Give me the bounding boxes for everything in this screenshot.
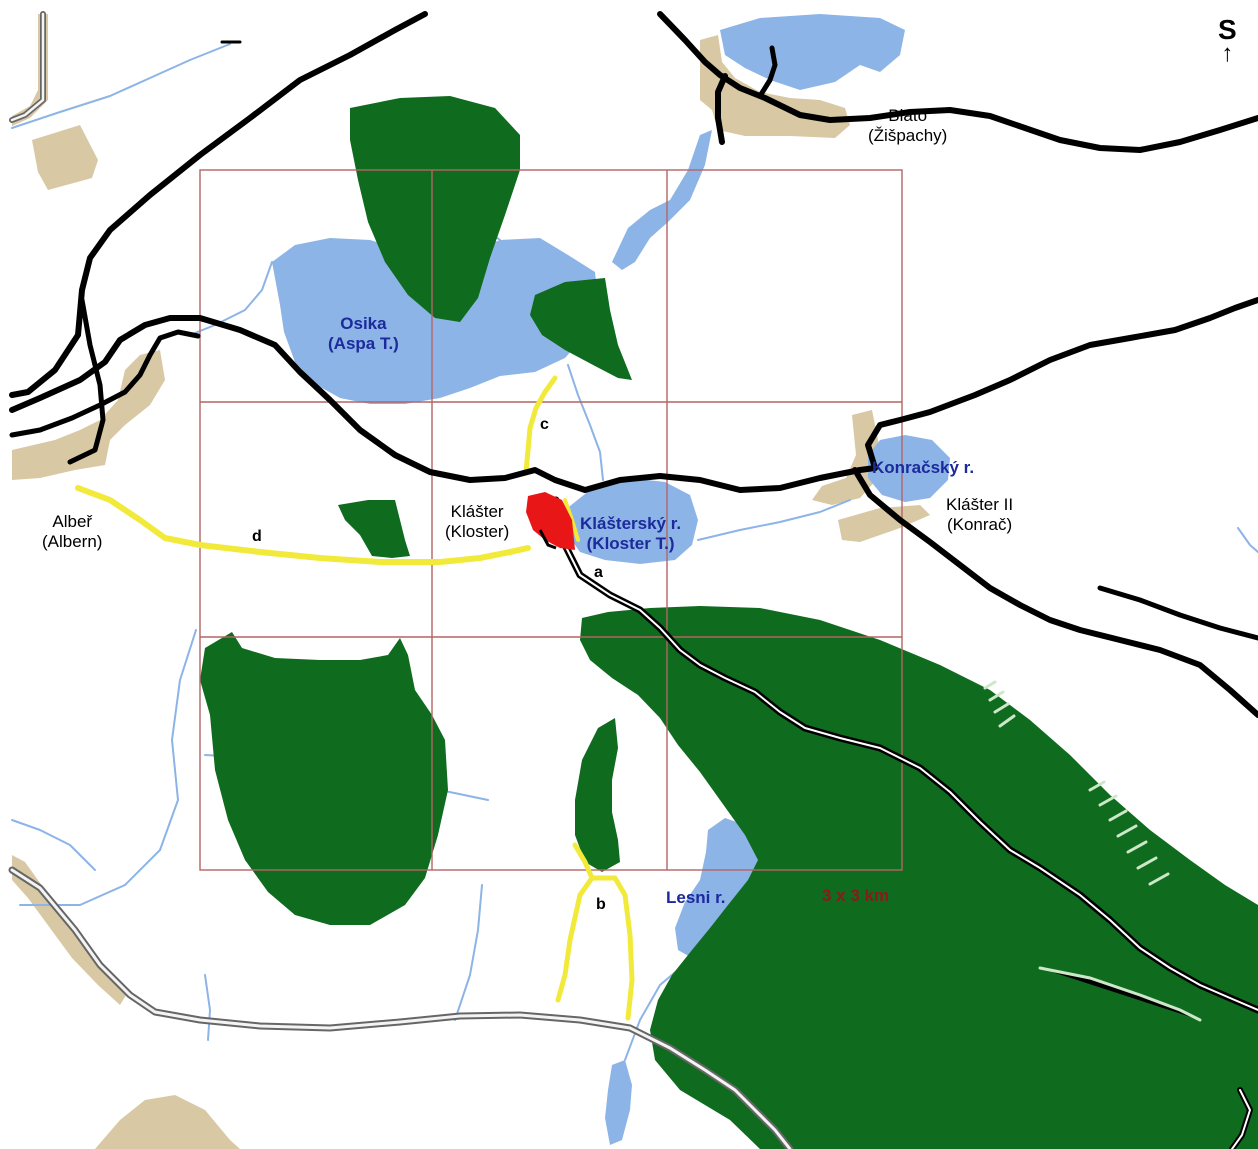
railway-southeast [552, 496, 1258, 1149]
forest-south-finger [575, 718, 620, 872]
stream-south-left [204, 974, 211, 1041]
hatch-2 [988, 690, 1005, 702]
hatch-7 [1108, 809, 1128, 822]
label-klastersky[interactable]: Klášterský r. (Kloster T.) [580, 514, 681, 553]
path-b-east[interactable] [589, 875, 635, 1021]
secondary-roads [8, 11, 794, 1149]
hatch-5 [1088, 780, 1106, 792]
road-main-east-west [9, 315, 878, 493]
label-route-a: a [594, 564, 603, 581]
label-lesni[interactable]: Lesni r. [666, 888, 726, 907]
stream-osika-to-klaster [567, 364, 604, 481]
monastery-road-link [538, 529, 557, 550]
stream-south-center [454, 884, 483, 1021]
lake-north-top [720, 14, 905, 90]
forest-osika-east [530, 278, 632, 380]
hatch-1 [983, 680, 997, 690]
label-klaster-ii-german: (Konrač) [946, 514, 1013, 534]
road-north-blato [657, 11, 1258, 153]
lake-osika [272, 238, 598, 404]
paths [75, 375, 635, 1021]
railway-center [555, 499, 1258, 1011]
pond-south [605, 1060, 632, 1145]
path-c[interactable] [523, 375, 558, 475]
grid-3x3 [199, 169, 903, 871]
label-alber-german: (Albern) [42, 531, 103, 551]
settlement-konrac-south [838, 505, 930, 542]
road-topleft-fill [10, 12, 45, 122]
label-route-d: d [252, 528, 262, 545]
hatch-4 [998, 714, 1016, 728]
north-letter: S [1218, 14, 1237, 45]
label-konracsky[interactable]: Konračský r. [872, 458, 975, 477]
label-klaster-ii-name: Klášter II [946, 495, 1014, 514]
label-blato-name: Blato [888, 106, 928, 125]
forest-north [350, 96, 520, 322]
hatch-3 [993, 702, 1010, 714]
hatch-12 [1038, 966, 1202, 1022]
stream-west-left [11, 819, 96, 871]
label-alber-name: Albeř [52, 512, 93, 531]
lake-lesni [675, 818, 760, 958]
label-scale: 3 x 3 km [822, 886, 890, 905]
forest-hatching [983, 680, 1202, 1022]
forest-southwest [200, 632, 448, 925]
stream-osika-west [189, 261, 273, 336]
label-klaster[interactable]: Klášter (Kloster) [445, 502, 509, 541]
forests [200, 96, 1258, 1149]
path-b-west[interactable] [555, 842, 595, 1003]
stream-top-left [11, 43, 231, 129]
label-klastersky-name: Klášterský r. [580, 514, 682, 533]
lake-konracsky [868, 435, 950, 502]
hatch-9 [1126, 840, 1148, 854]
forest-southeast-large [580, 606, 1258, 1149]
settlement-alber [12, 350, 165, 480]
hatch-11 [1148, 872, 1170, 886]
label-route-c: c [540, 416, 549, 433]
stream-east-edge [1237, 527, 1258, 553]
label-alber[interactable]: Albeř (Albern) [42, 512, 102, 551]
label-klaster-name: Klášter [450, 502, 504, 521]
settlement-blato [700, 35, 850, 138]
road-blato-top [757, 45, 778, 99]
railway-edge-center [1231, 1089, 1251, 1149]
settlement-topleft-strip [12, 14, 48, 126]
north-arrow-icon: ↑ [1221, 40, 1234, 68]
label-klastersky-german: (Kloster T.) [586, 533, 675, 553]
label-route-b: b [596, 896, 606, 913]
stream-pool-north [612, 130, 712, 270]
label-blato-german: (Žišpachy) [868, 125, 948, 145]
label-osika-name: Osika [340, 314, 387, 333]
north-indicator: S ↑ [1218, 14, 1237, 68]
monastery-klaster[interactable] [526, 492, 575, 550]
settlement-nw [32, 125, 98, 190]
road-east-mid [1097, 585, 1258, 641]
stream-west-meander [19, 629, 197, 906]
label-klaster-ii[interactable]: Klášter II (Konrač) [946, 495, 1013, 534]
forest-small-west [338, 500, 410, 558]
settlement-bottom-left [95, 1095, 240, 1149]
water [272, 14, 950, 1145]
road-northwest [9, 11, 428, 398]
stream-klaster-to-konrac [697, 499, 851, 541]
hatch-6 [1098, 794, 1118, 807]
hatch-10 [1136, 856, 1158, 870]
road-south-fill [10, 868, 792, 1149]
road-east-upper [865, 297, 1258, 471]
label-klaster-german: (Kloster) [445, 521, 510, 541]
road-east-lower [852, 467, 1258, 718]
label-osika[interactable]: Osika (Aspa T.) [328, 314, 399, 353]
path-d[interactable] [75, 485, 531, 565]
main-roads [9, 11, 1258, 718]
label-blato[interactable]: Blato (Žišpachy) [868, 106, 947, 145]
label-osika-german: (Aspa T.) [328, 333, 399, 353]
hatch-8 [1116, 824, 1138, 838]
road-blato-branch [715, 73, 728, 145]
road-west-alber [9, 329, 201, 438]
lake-klastersky [565, 478, 698, 564]
